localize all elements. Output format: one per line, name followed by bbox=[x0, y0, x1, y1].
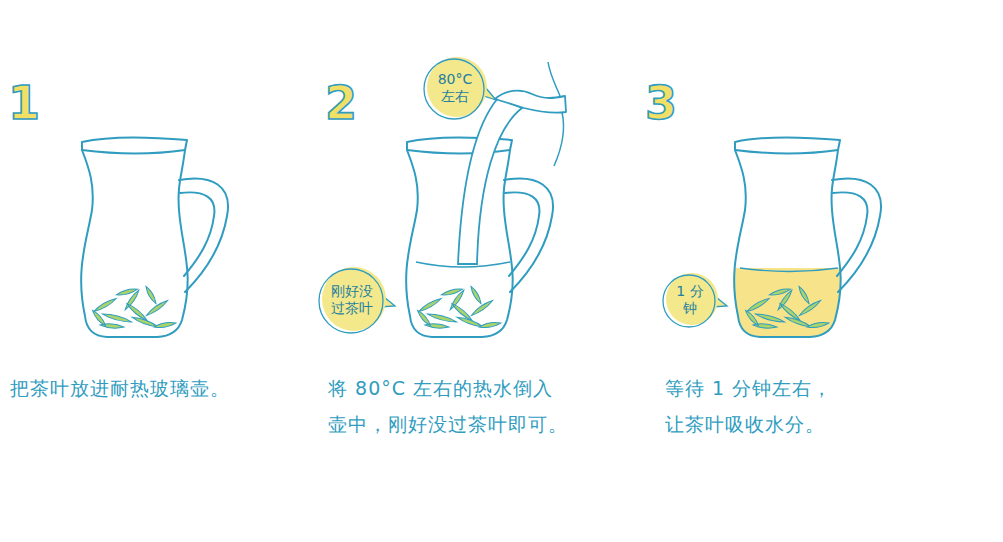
tea-leaf bbox=[746, 297, 771, 313]
tea-leaf bbox=[102, 312, 132, 324]
bubble-text: 1 分钟 bbox=[674, 283, 706, 318]
tea-leaf bbox=[416, 309, 432, 327]
step-number: 1 bbox=[8, 80, 40, 126]
step-caption: 把茶叶放进耐热玻璃壶。 bbox=[10, 370, 300, 406]
step-number: 2 bbox=[325, 80, 357, 126]
speech-bubble: 刚好没 过茶叶 bbox=[319, 267, 385, 333]
jug-handle bbox=[179, 179, 228, 293]
tea-leaf bbox=[126, 302, 148, 322]
jug-handle bbox=[180, 192, 214, 276]
tea-surface bbox=[740, 268, 838, 272]
bubble-outline bbox=[663, 275, 715, 327]
tea-leaf bbox=[116, 287, 138, 297]
tea-leaf bbox=[744, 309, 760, 327]
tea-leaf bbox=[418, 297, 443, 313]
tea-leaf bbox=[154, 321, 176, 329]
kettle-spout bbox=[495, 91, 566, 113]
tea-leaf bbox=[769, 287, 791, 297]
tea-leaf bbox=[469, 285, 482, 304]
jug-handle bbox=[735, 150, 838, 154]
tea-leaf bbox=[93, 297, 118, 313]
jug-handle bbox=[833, 192, 867, 276]
glass-jug bbox=[720, 137, 881, 348]
jug-handle bbox=[504, 179, 553, 293]
tea-leaf bbox=[441, 287, 463, 297]
speech-bubble: 80°C 左右 bbox=[424, 57, 486, 119]
jug-outline bbox=[81, 137, 188, 337]
tea-leaf bbox=[779, 302, 801, 322]
step-number: 3 bbox=[645, 80, 677, 126]
hot-water-stream bbox=[458, 98, 522, 264]
tea-leaf bbox=[145, 299, 169, 317]
bubble-outline bbox=[424, 59, 484, 119]
bubble-text: 80°C 左右 bbox=[434, 71, 476, 106]
tea-leaf bbox=[144, 285, 157, 304]
tea-leaf bbox=[470, 299, 494, 317]
tea-leaf bbox=[91, 309, 107, 327]
bubble-text: 刚好没 过茶叶 bbox=[329, 283, 375, 318]
step-caption: 将 80°C 左右的热水倒入 壶中，刚好没过茶叶即可。 bbox=[328, 370, 568, 442]
jug-handle bbox=[82, 150, 185, 154]
glass-jug bbox=[81, 137, 228, 337]
bubble-outline bbox=[319, 269, 383, 333]
jug-handle bbox=[832, 179, 881, 293]
jug-handle bbox=[505, 192, 539, 276]
speech-bubble: 1 分钟 bbox=[663, 273, 717, 327]
tea-leaf bbox=[427, 312, 457, 324]
tea-leaf bbox=[797, 285, 810, 304]
tea-leaf bbox=[807, 321, 829, 329]
tea-leaf bbox=[479, 321, 501, 329]
tea-leaf bbox=[755, 312, 785, 324]
jug-outline bbox=[734, 137, 841, 337]
tea-leaf bbox=[451, 302, 473, 322]
bubble-fill bbox=[666, 273, 718, 325]
tea-leaf bbox=[798, 299, 822, 317]
step-caption: 等待 1 分钟左右， 让茶叶吸收水分。 bbox=[665, 370, 837, 442]
